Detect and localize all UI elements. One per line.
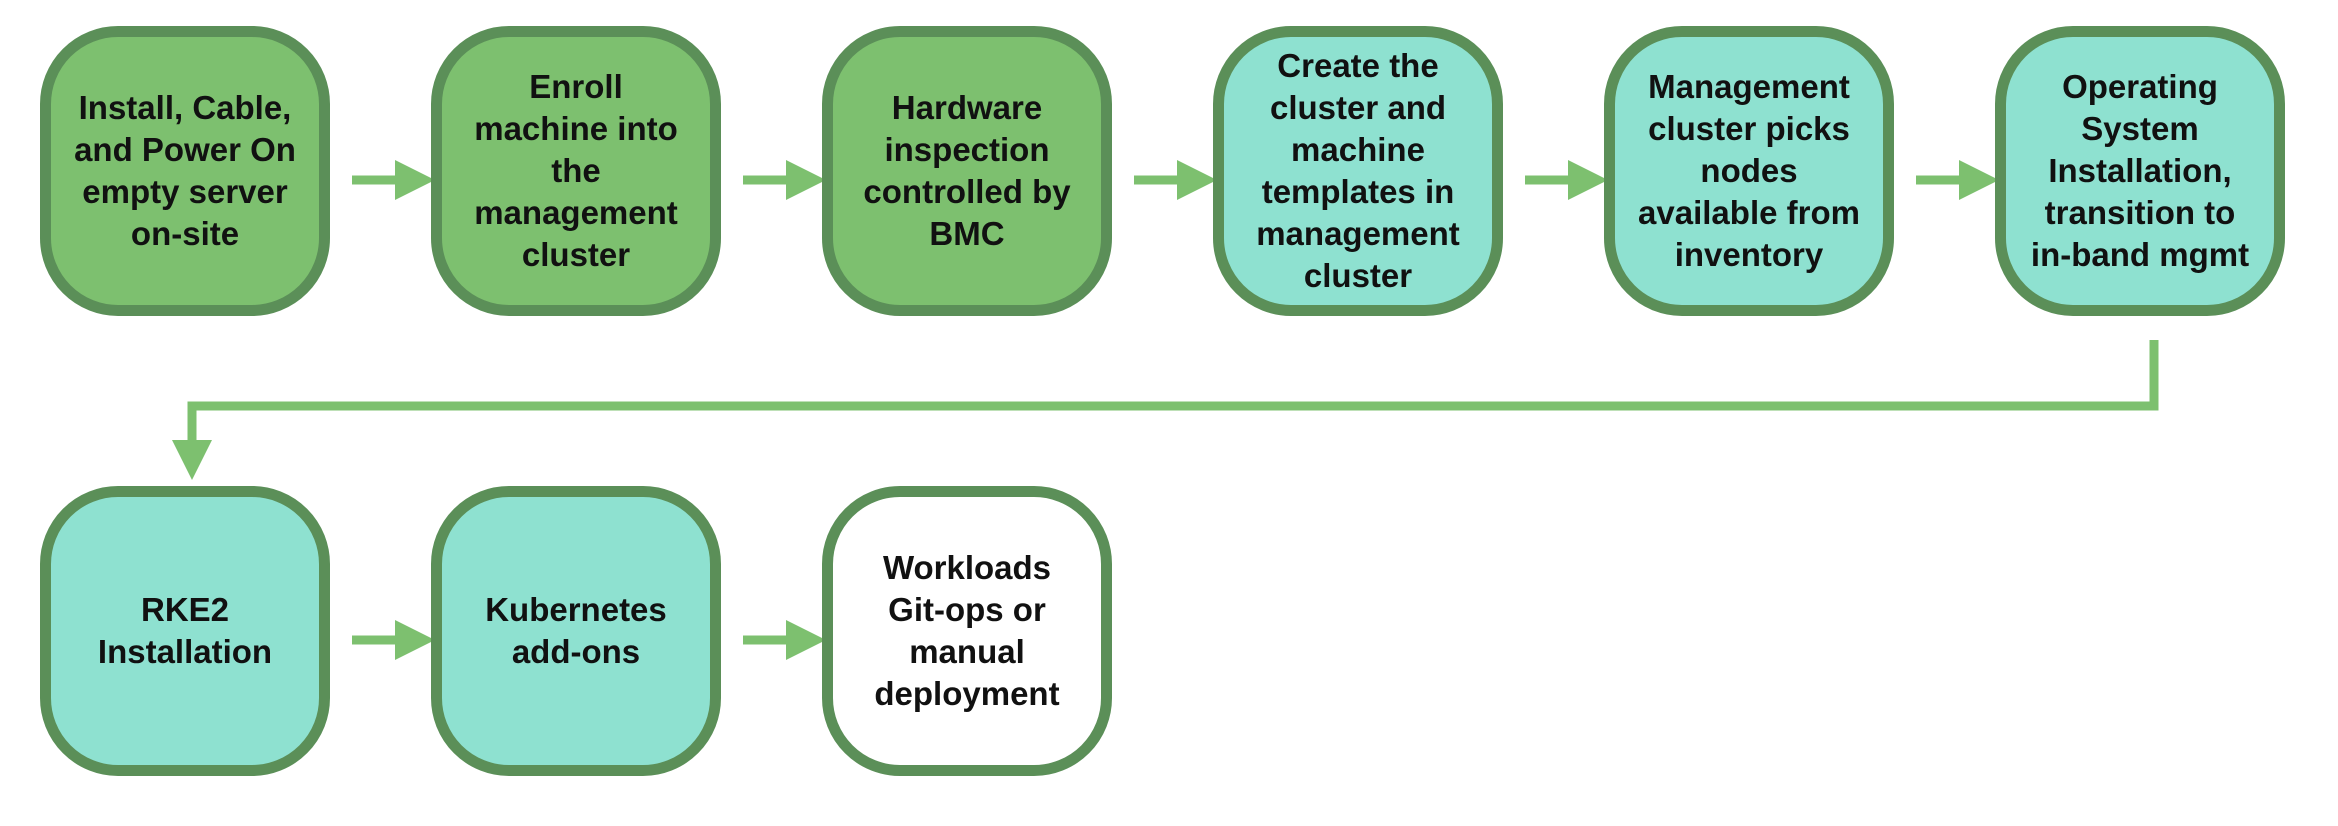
step-label: Workloads Git-ops or manual deployment — [874, 549, 1060, 712]
step-label: Kubernetes add-ons — [485, 591, 667, 670]
step-label: Enroll machine into the management clust… — [474, 68, 678, 273]
arrow-step4-to-step5 — [1525, 160, 1608, 200]
step-label: Install, Cable, and Power On empty serve… — [74, 89, 296, 252]
step-kubernetes-addons: Kubernetes add-ons — [431, 486, 721, 776]
step-workloads: Workloads Git-ops or manual deployment — [822, 486, 1112, 776]
step-label: RKE2 Installation — [97, 591, 273, 670]
arrow-step3-to-step4 — [1134, 160, 1217, 200]
step-label: Management cluster picks nodes available… — [1638, 68, 1860, 273]
arrow-step1-to-step2 — [352, 160, 435, 200]
step-label: Operating System Installation, transitio… — [2030, 68, 2250, 273]
arrow-step5-to-step6 — [1916, 160, 1999, 200]
step-enroll-machine: Enroll machine into the management clust… — [431, 26, 721, 316]
step-label: Create the cluster and machine templates… — [1256, 47, 1460, 294]
arrow-step6-to-step7 — [172, 340, 2159, 480]
arrow-step2-to-step3 — [743, 160, 826, 200]
step-hardware-inspection: Hardware inspection controlled by BMC — [822, 26, 1112, 316]
step-pick-nodes: Management cluster picks nodes available… — [1604, 26, 1894, 316]
step-label: Hardware inspection controlled by BMC — [863, 89, 1071, 252]
step-rke2-installation: RKE2 Installation — [40, 486, 330, 776]
arrow-step7-to-step8 — [352, 620, 435, 660]
step-os-installation: Operating System Installation, transitio… — [1995, 26, 2285, 316]
step-create-templates: Create the cluster and machine templates… — [1213, 26, 1503, 316]
step-install-cable-power: Install, Cable, and Power On empty serve… — [40, 26, 330, 316]
arrow-step8-to-step9 — [743, 620, 826, 660]
